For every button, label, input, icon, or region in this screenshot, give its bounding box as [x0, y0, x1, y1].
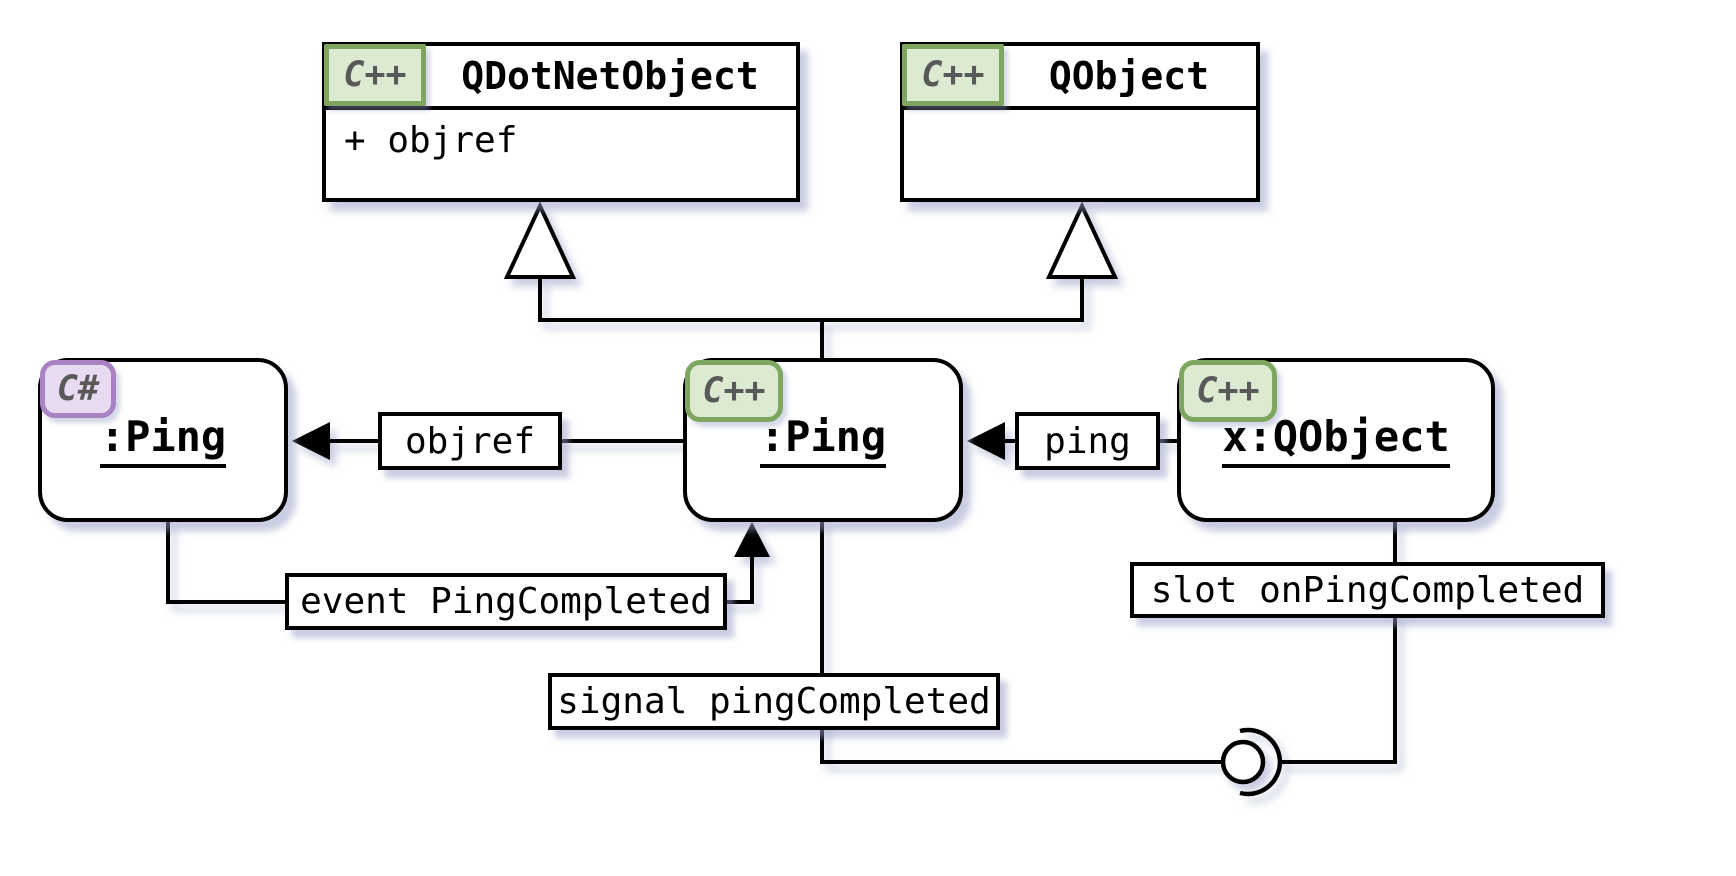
language-badge-cpp: C++	[324, 44, 426, 106]
member-objref: + objref	[344, 120, 518, 161]
language-badge-cpp: C++	[1179, 360, 1277, 422]
class-title: QObject	[1048, 54, 1210, 98]
inheritance-triangle-left-icon	[503, 201, 577, 279]
event-arrowhead-up-icon	[734, 522, 770, 557]
instance-title: :Ping	[759, 412, 887, 468]
instance-box-cpp-ping: C++ :Ping	[683, 358, 963, 522]
label-objref: objref	[378, 412, 562, 470]
event-connector-line	[166, 520, 754, 604]
class-header: QDotNetObject	[326, 46, 796, 110]
slot-connector-line	[1278, 520, 1397, 764]
ping-arrowhead-icon	[967, 422, 1005, 460]
objref-arrowhead-icon	[292, 422, 330, 460]
label-event-pingcompleted: event PingCompleted	[285, 573, 727, 630]
instance-box-x-qobject: C++ x:QObject	[1177, 358, 1495, 522]
language-badge-cpp: C++	[685, 360, 783, 422]
label-signal-pingcompleted: signal pingCompleted	[548, 673, 1000, 730]
label-ping: ping	[1015, 412, 1160, 470]
class-members: + objref	[326, 110, 796, 161]
class-header: QObject	[904, 46, 1256, 110]
instance-title: :Ping	[99, 412, 227, 468]
ball-interface-icon	[1220, 739, 1266, 785]
language-badge-csharp: C#	[40, 360, 116, 418]
instance-box-csharp-ping: C# :Ping	[38, 358, 288, 522]
class-title: QDotNetObject	[461, 54, 759, 98]
inheritance-triangle-right-icon	[1045, 201, 1119, 279]
generalization-connector-left	[538, 275, 1084, 362]
class-members	[904, 110, 1256, 120]
label-slot-onpingcompleted: slot onPingCompleted	[1130, 562, 1605, 618]
language-badge-cpp: C++	[902, 44, 1004, 106]
signal-connector-line	[820, 520, 1224, 764]
socket-interface-icon	[1239, 727, 1283, 797]
class-box-qobject: C++ QObject	[900, 42, 1260, 202]
class-box-qdotnetobject: C++ QDotNetObject + objref	[322, 42, 800, 202]
